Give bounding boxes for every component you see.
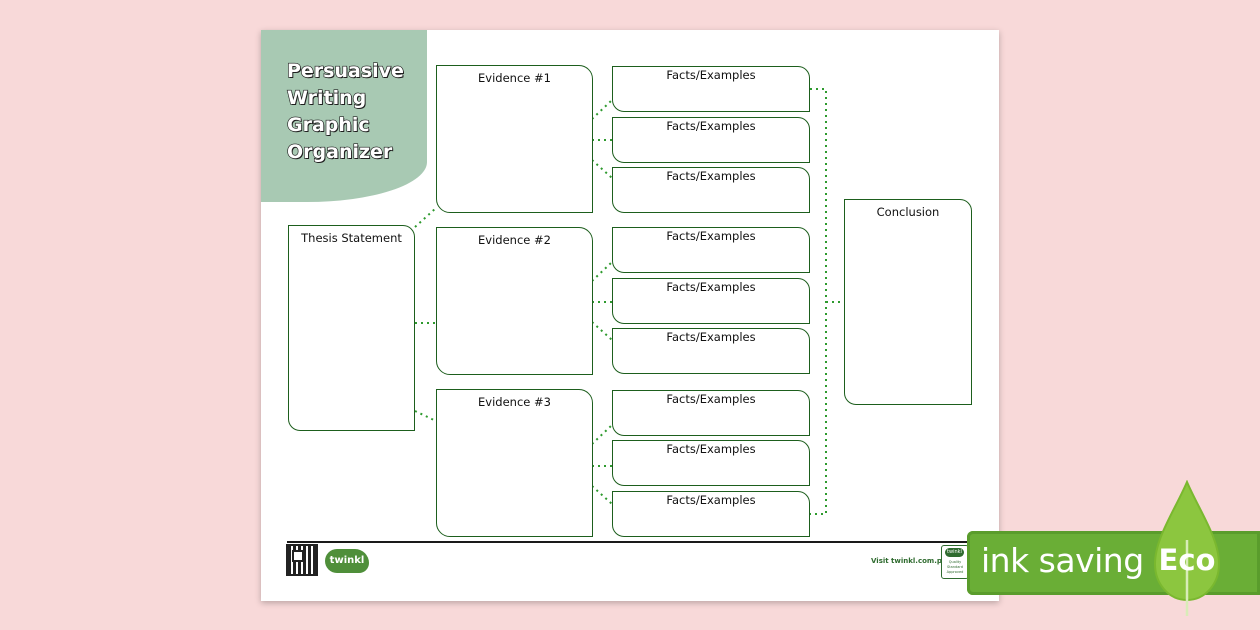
quality-badge-icon: twinkl Quality Standard Approved bbox=[941, 545, 969, 579]
evidence-3-box[interactable]: Evidence #3 bbox=[436, 389, 593, 537]
title-line: Persuasive bbox=[286, 59, 404, 82]
qr-code-icon bbox=[286, 544, 318, 576]
facts-label: Facts/Examples bbox=[666, 119, 756, 133]
facts-label: Facts/Examples bbox=[666, 493, 756, 507]
evidence-2-box[interactable]: Evidence #2 bbox=[436, 227, 593, 375]
dotted-connectors bbox=[414, 88, 844, 515]
badge-logo: twinkl bbox=[945, 548, 964, 557]
conclusion-label: Conclusion bbox=[876, 205, 940, 219]
evidence-label: Evidence #3 bbox=[478, 395, 551, 409]
footer-divider bbox=[287, 541, 999, 543]
leaf-drop-icon bbox=[1153, 480, 1221, 616]
facts-box[interactable]: Facts/Examples bbox=[612, 227, 810, 273]
facts-label: Facts/Examples bbox=[666, 280, 756, 294]
facts-box[interactable]: Facts/Examples bbox=[612, 390, 810, 436]
facts-box[interactable]: Facts/Examples bbox=[612, 66, 810, 112]
ink-saving-text: ink saving bbox=[981, 541, 1144, 580]
title-line: Writing bbox=[286, 86, 367, 109]
facts-label: Facts/Examples bbox=[666, 169, 756, 183]
facts-box[interactable]: Facts/Examples bbox=[612, 491, 810, 537]
facts-label: Facts/Examples bbox=[666, 392, 756, 406]
thesis-statement-box[interactable]: Thesis Statement bbox=[288, 225, 415, 431]
title-background bbox=[261, 30, 427, 202]
badge-text: Quality Standard Approved bbox=[946, 560, 964, 574]
twinkl-logo: twinkl bbox=[325, 549, 369, 573]
facts-box[interactable]: Facts/Examples bbox=[612, 440, 810, 486]
facts-label: Facts/Examples bbox=[666, 68, 756, 82]
facts-box[interactable]: Facts/Examples bbox=[612, 328, 810, 374]
eco-label: Eco bbox=[1158, 543, 1216, 577]
facts-box[interactable]: Facts/Examples bbox=[612, 117, 810, 163]
evidence-label: Evidence #2 bbox=[478, 233, 551, 247]
facts-label: Facts/Examples bbox=[666, 330, 756, 344]
facts-box[interactable]: Facts/Examples bbox=[612, 278, 810, 324]
facts-label: Facts/Examples bbox=[666, 229, 756, 243]
evidence-label: Evidence #1 bbox=[478, 71, 551, 85]
thesis-statement-label: Thesis Statement bbox=[301, 231, 402, 245]
facts-box[interactable]: Facts/Examples bbox=[612, 167, 810, 213]
worksheet-page: Persuasive Writing Graphic Organizer The… bbox=[261, 30, 999, 601]
worksheet-title: Persuasive Writing Graphic Organizer bbox=[286, 58, 427, 166]
title-line: Organizer bbox=[286, 140, 393, 163]
title-line: Graphic bbox=[286, 113, 370, 136]
facts-label: Facts/Examples bbox=[666, 442, 756, 456]
visit-website-text: Visit twinkl.com.ph bbox=[871, 557, 947, 565]
evidence-1-box[interactable]: Evidence #1 bbox=[436, 65, 593, 213]
conclusion-box[interactable]: Conclusion bbox=[844, 199, 972, 405]
